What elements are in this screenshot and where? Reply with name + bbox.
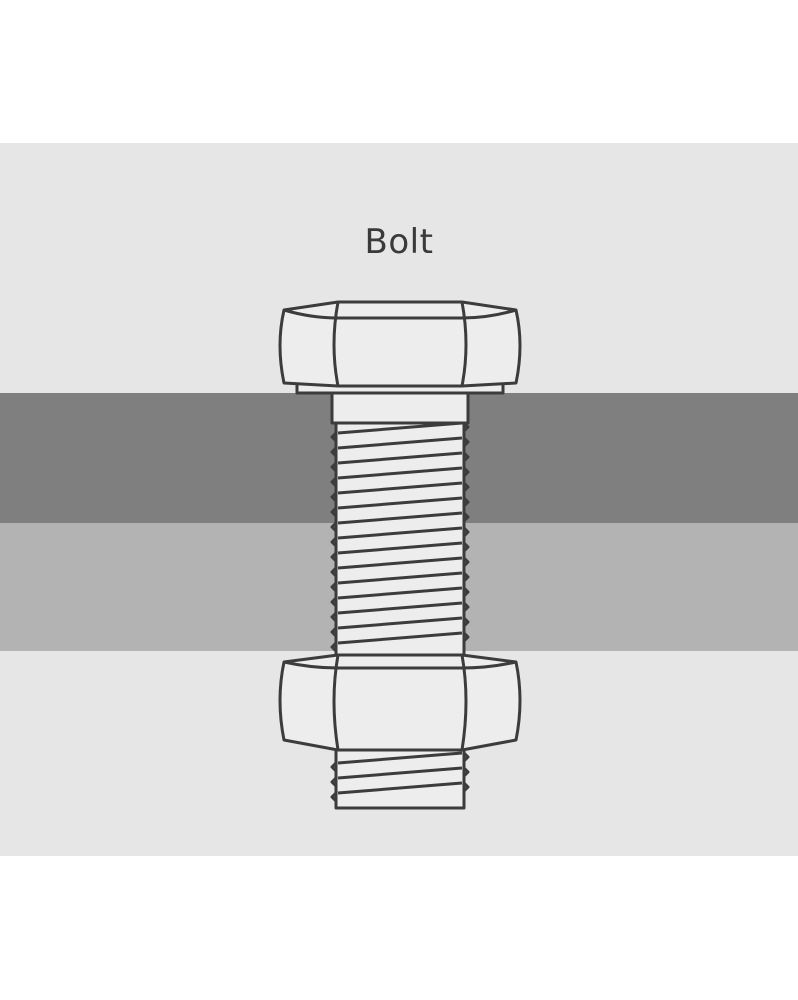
thread-line: [337, 571, 463, 585]
thread-notch: [330, 526, 470, 548]
diagram-title: Bolt: [364, 222, 434, 262]
hex-nut: [278, 653, 522, 752]
thread-notch: [330, 571, 470, 593]
thread-line: [337, 421, 463, 435]
thread-notch: [330, 751, 470, 773]
thread-line: [337, 481, 463, 495]
thread-line: [337, 556, 463, 570]
thread-notch: [330, 556, 470, 578]
thread-line: [337, 601, 463, 615]
thread-line: [337, 496, 463, 510]
thread-notch: [330, 766, 470, 788]
thread-line: [337, 466, 463, 480]
thread-notch: [330, 436, 470, 458]
thread-line: [337, 436, 463, 450]
thread-line: [337, 526, 463, 540]
thread-notch: [330, 481, 470, 503]
thread-notch: [330, 511, 470, 533]
thread-notch: [330, 586, 470, 608]
thread-line: [337, 631, 463, 645]
shank: [330, 391, 470, 425]
thread-line: [337, 451, 463, 465]
thread-notch: [330, 496, 470, 518]
thread-line: [337, 541, 463, 555]
thread-notch: [330, 466, 470, 488]
bolt-head: [278, 300, 522, 388]
thread-notch: [330, 616, 470, 638]
thread-notch: [330, 601, 470, 623]
thread-lines: [330, 421, 470, 803]
thread-line: [337, 511, 463, 525]
thread-line: [337, 766, 463, 780]
thread-notch: [330, 451, 470, 473]
thread-notch: [330, 631, 470, 653]
thread-notch: [330, 781, 470, 803]
thread-notch: [330, 541, 470, 563]
thread-line: [337, 781, 463, 795]
thread-line: [337, 616, 463, 630]
thread-line: [337, 586, 463, 600]
thread-line: [337, 751, 463, 765]
